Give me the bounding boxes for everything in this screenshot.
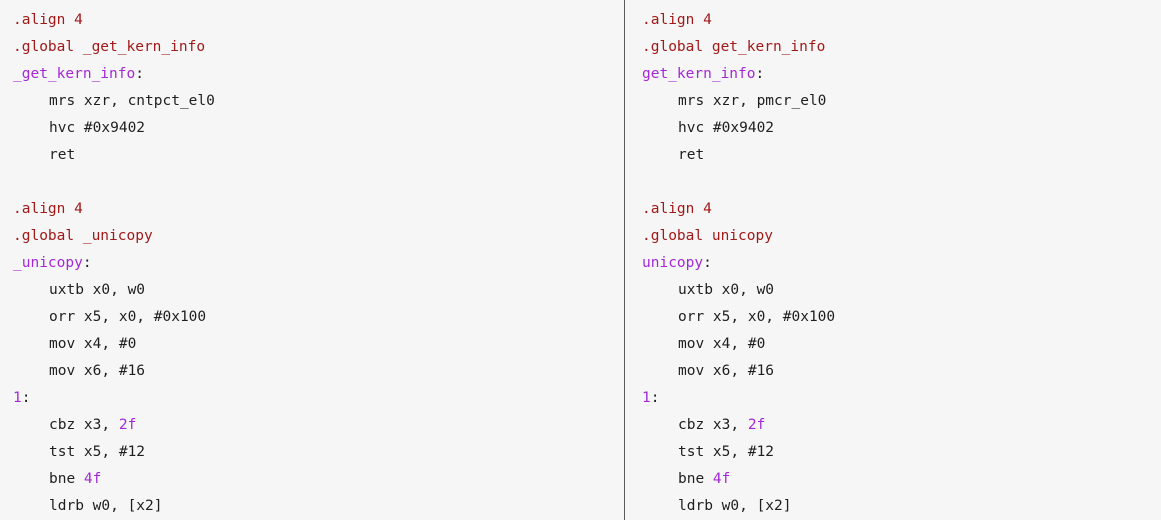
code-token: : — [755, 66, 765, 82]
code-token: .global unicopy — [642, 228, 773, 244]
code-token: cbz x3, — [49, 417, 119, 433]
code-token: .align 4 — [642, 201, 712, 217]
code-token: uxtb x0, w0 — [49, 282, 146, 298]
code-line: ldrb w0, [x2] — [642, 493, 1161, 520]
code-token: mov x6, #16 — [678, 363, 775, 379]
left-code-pane[interactable]: .align 4 .global _get_kern_info _get_kern_… — [0, 0, 624, 520]
code-line: mrs xzr, cntpct_el0 — [13, 88, 624, 115]
code-token: .align 4 — [13, 201, 83, 217]
code-line: mov x6, #16 — [13, 358, 624, 385]
pane-divider[interactable] — [624, 0, 625, 520]
code-line: orr x5, x0, #0x100 — [13, 304, 624, 331]
code-line — [642, 169, 1161, 196]
code-line: .global _get_kern_info — [13, 34, 624, 61]
code-line: hvc #0x9402 — [13, 115, 624, 142]
code-line: unicopy: — [642, 250, 1161, 277]
code-token: : — [82, 255, 92, 271]
code-line: mov x4, #0 — [13, 331, 624, 358]
code-token: 2f — [118, 417, 137, 433]
code-token: ldrb w0, [x2] — [678, 498, 792, 514]
code-line: cbz x3, 2f — [642, 412, 1161, 439]
code-token: uxtb x0, w0 — [678, 282, 775, 298]
code-line: 1: — [642, 385, 1161, 412]
code-token: hvc #0x9402 — [678, 120, 775, 136]
code-token: tst x5, #12 — [678, 444, 775, 460]
code-line: tst x5, #12 — [642, 439, 1161, 466]
code-line: _unicopy: — [13, 250, 624, 277]
code-line: .align 4 — [642, 196, 1161, 223]
code-line: tst x5, #12 — [13, 439, 624, 466]
code-line: _get_kern_info: — [13, 61, 624, 88]
code-token: .global _get_kern_info — [13, 39, 206, 55]
code-token: .global _unicopy — [13, 228, 153, 244]
code-token: cbz x3, — [678, 417, 748, 433]
code-line: .global unicopy — [642, 223, 1161, 250]
code-token: 4f — [83, 471, 102, 487]
code-token: tst x5, #12 — [49, 444, 146, 460]
code-token: bne — [49, 471, 84, 487]
code-token: ldrb w0, [x2] — [49, 498, 163, 514]
code-line: .align 4 — [13, 7, 624, 34]
code-token: unicopy — [642, 255, 704, 271]
code-token: get_kern_info — [642, 66, 756, 82]
code-token: : — [21, 390, 31, 406]
code-line: .align 4 — [642, 7, 1161, 34]
code-line: .align 4 — [13, 196, 624, 223]
code-token: 2f — [747, 417, 766, 433]
code-token: orr x5, x0, #0x100 — [49, 309, 207, 325]
code-token: _get_kern_info — [13, 66, 136, 82]
code-token: mrs xzr, pmcr_el0 — [678, 93, 827, 109]
code-line — [13, 169, 624, 196]
code-line: orr x5, x0, #0x100 — [642, 304, 1161, 331]
code-token: : — [650, 390, 660, 406]
code-line: hvc #0x9402 — [642, 115, 1161, 142]
code-line: .global _unicopy — [13, 223, 624, 250]
code-token: : — [703, 255, 712, 271]
code-token: ret — [49, 147, 76, 163]
code-token: .global get_kern_info — [642, 39, 826, 55]
code-token: 4f — [712, 471, 731, 487]
code-line: mrs xzr, pmcr_el0 — [642, 88, 1161, 115]
code-line: get_kern_info: — [642, 61, 1161, 88]
code-line: mov x4, #0 — [642, 331, 1161, 358]
code-token: 1 — [13, 390, 22, 406]
code-token: mrs xzr, cntpct_el0 — [49, 93, 215, 109]
code-token: _unicopy — [13, 255, 83, 271]
code-token: : — [135, 66, 144, 82]
code-line: bne 4f — [13, 466, 624, 493]
code-token: ret — [678, 147, 705, 163]
code-line: uxtb x0, w0 — [642, 277, 1161, 304]
code-line: mov x6, #16 — [642, 358, 1161, 385]
code-token: 1 — [642, 390, 651, 406]
code-token: .align 4 — [642, 12, 712, 28]
code-line: cbz x3, 2f — [13, 412, 624, 439]
code-line: .global get_kern_info — [642, 34, 1161, 61]
code-token: mov x4, #0 — [678, 336, 766, 352]
code-line: bne 4f — [642, 466, 1161, 493]
code-token: mov x4, #0 — [49, 336, 137, 352]
code-token: .align 4 — [13, 12, 83, 28]
code-line: ret — [642, 142, 1161, 169]
code-token: mov x6, #16 — [49, 363, 146, 379]
code-token: hvc #0x9402 — [49, 120, 146, 136]
code-token: bne — [678, 471, 713, 487]
code-line: 1: — [13, 385, 624, 412]
code-line: ret — [13, 142, 624, 169]
code-line: ldrb w0, [x2] — [13, 493, 624, 520]
right-code-pane[interactable]: .align 4 .global get_kern_info get_kern_in… — [625, 0, 1161, 520]
code-line: uxtb x0, w0 — [13, 277, 624, 304]
code-token: orr x5, x0, #0x100 — [678, 309, 836, 325]
